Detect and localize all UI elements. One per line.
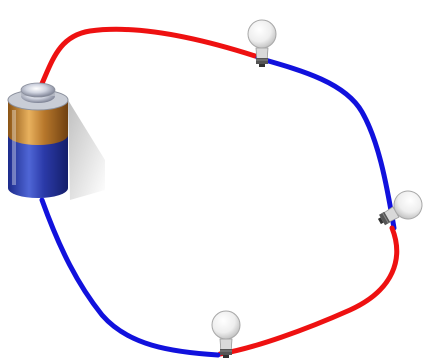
blue-wire-top-to-right-bulb xyxy=(255,55,397,231)
battery-icon xyxy=(7,82,105,200)
lightbulb-icon-right xyxy=(377,190,423,226)
red-wire-right-to-bottom-bulb xyxy=(217,225,400,357)
blue-wire-bottom-bulb-to-battery xyxy=(39,197,221,358)
lightbulb-icon-top xyxy=(247,19,277,67)
red-wire-battery-to-top-bulb xyxy=(37,26,258,91)
lightbulb-icon-bottom xyxy=(211,310,241,358)
